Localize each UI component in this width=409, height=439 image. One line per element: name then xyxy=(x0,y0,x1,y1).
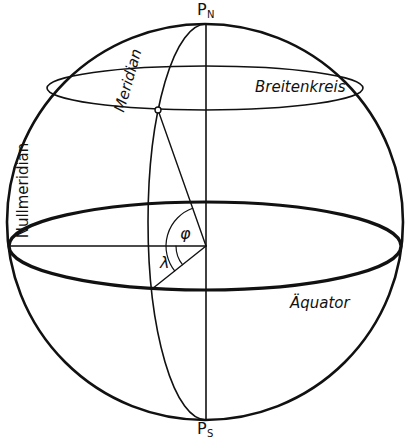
phi-arc xyxy=(166,208,193,271)
polar-axis xyxy=(205,24,207,420)
latitude-circle xyxy=(47,66,363,110)
prime-meridian-label: Nullmeridian xyxy=(17,142,32,238)
surface-point xyxy=(155,107,161,113)
latitude-label: Breitenkreis xyxy=(255,80,346,95)
meridian-radius xyxy=(152,246,206,289)
equator-ellipse xyxy=(9,202,401,290)
angle-lambda: λ xyxy=(160,255,169,271)
sphere-outline xyxy=(7,24,403,420)
meridian-label: Meridian xyxy=(112,47,144,114)
pole-subscript: N xyxy=(207,10,214,20)
pole-letter: P xyxy=(197,2,207,18)
meridian-arc xyxy=(148,24,206,420)
angle-phi: φ xyxy=(180,226,191,242)
lambda-arc xyxy=(176,246,183,265)
pole-subscript: S xyxy=(207,429,213,439)
pole-letter: P xyxy=(197,421,207,437)
equator-label: Äquator xyxy=(290,296,350,311)
point-radius xyxy=(158,110,206,246)
